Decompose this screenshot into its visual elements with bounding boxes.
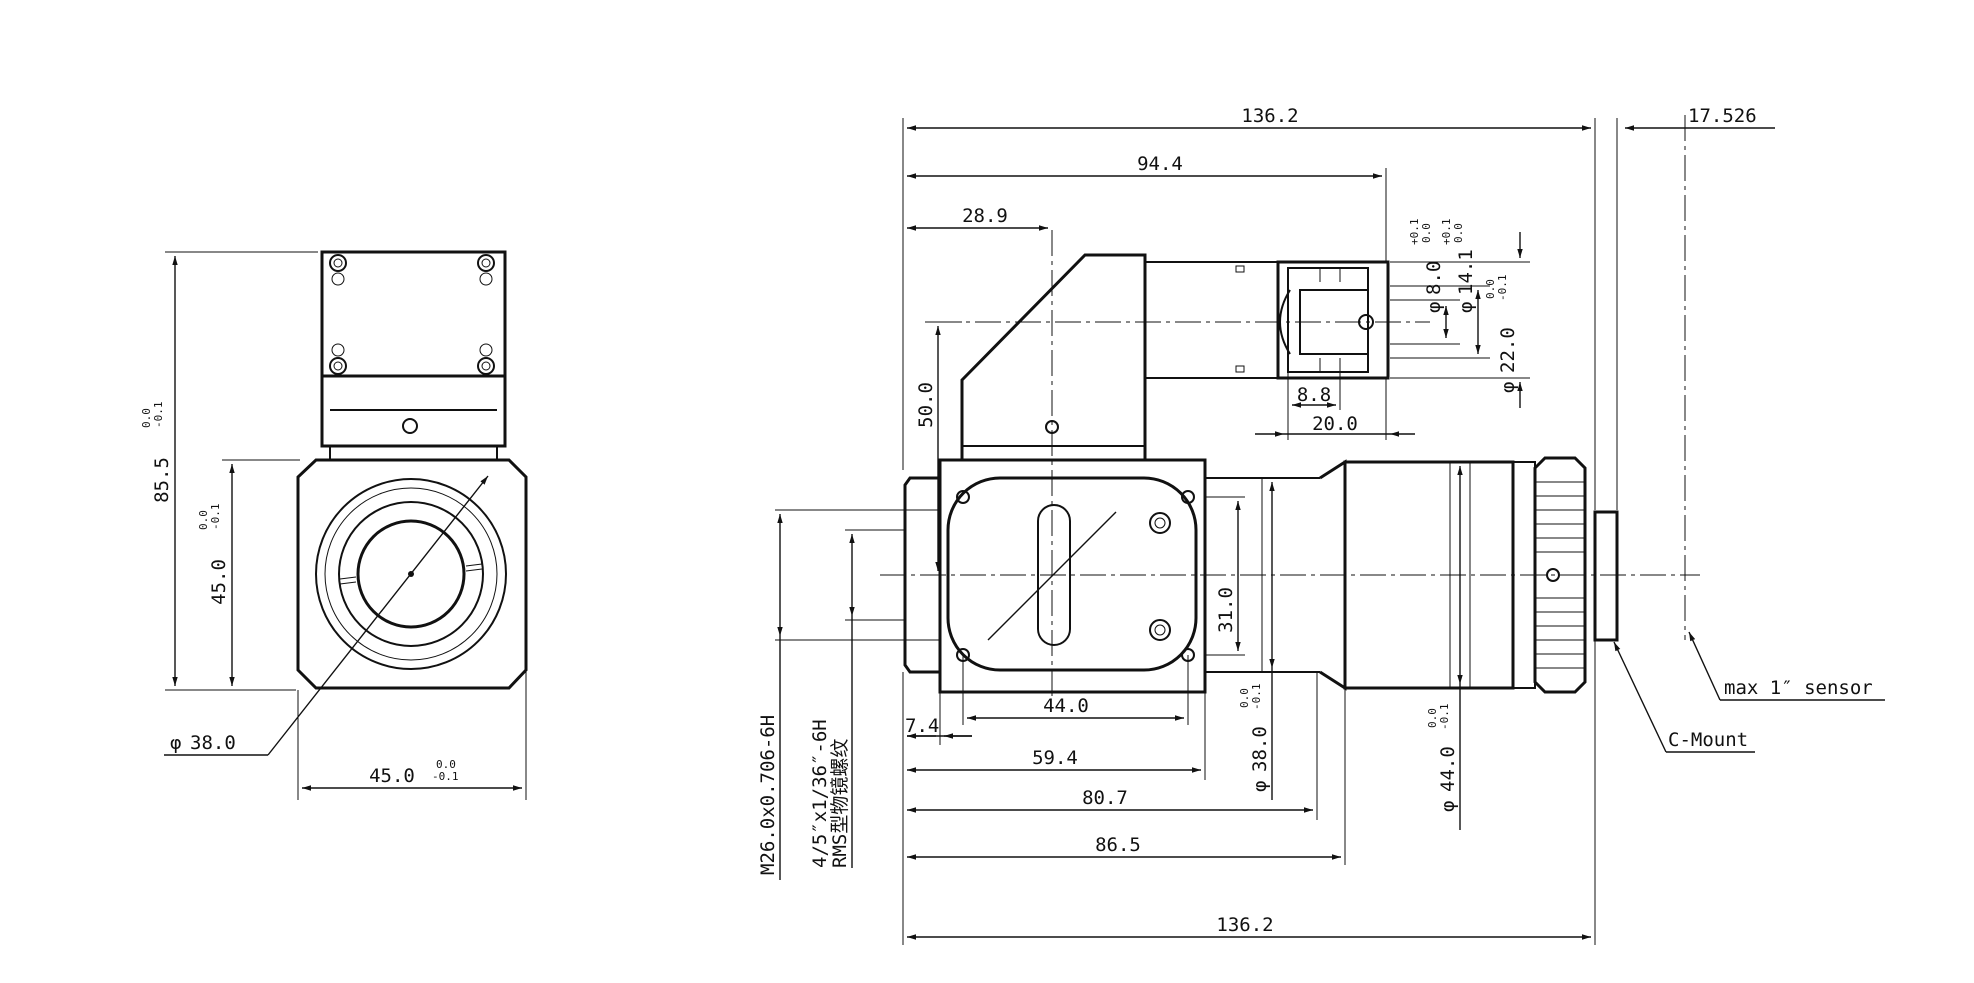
- dim-136-2-top: 136.2: [1241, 105, 1298, 127]
- svg-text:-0.1: -0.1: [1496, 275, 1509, 302]
- side-slot: [1037, 504, 1071, 646]
- dim-dia-44-0: 44.0: [1437, 746, 1459, 792]
- dim-28-9: 28.9: [962, 205, 1008, 227]
- dim-94-4: 94.4: [1137, 153, 1183, 175]
- svg-text:-0.1: -0.1: [432, 770, 459, 783]
- svg-text:-0.1: -0.1: [209, 504, 222, 531]
- side-body-screws: [956, 490, 1195, 662]
- side-body-plate: [946, 476, 1198, 672]
- front-square-body: [296, 458, 528, 690]
- dim-dia-38-0: 38.0: [1249, 726, 1271, 772]
- dim-dia-22-0: 22.0: [1497, 327, 1519, 373]
- svg-text:+0.1: +0.1: [1408, 219, 1421, 246]
- dim-59-4: 59.4: [1032, 747, 1078, 769]
- svg-text:+0.1: +0.1: [1440, 219, 1453, 246]
- front-screw-holes: [329, 254, 495, 434]
- dim-dia-14-1: 14.1: [1455, 249, 1477, 295]
- svg-text:φ: φ: [1423, 302, 1445, 313]
- svg-text:0.0: 0.0: [436, 758, 456, 771]
- svg-text:0.0: 0.0: [1420, 223, 1433, 243]
- side-focus-ring: [1533, 456, 1587, 694]
- svg-text:0.0: 0.0: [140, 408, 153, 428]
- thread-rms-line1: 4/5″x1/36″-6H: [809, 719, 831, 868]
- dim-20-0: 20.0: [1312, 413, 1358, 435]
- dim-50-0: 50.0: [915, 382, 937, 428]
- svg-text:0.0: 0.0: [1426, 708, 1439, 728]
- label-max-sensor: max 1″ sensor: [1724, 677, 1873, 699]
- front-view: φ 38.0 85.5 0.0 -0.1 45.0 0.0 -0.1 45.0 …: [140, 250, 528, 800]
- front-neck: [329, 445, 498, 461]
- front-height-body: 45.0: [208, 559, 230, 605]
- side-view: 136.2 17.526 94.4 28.9 8.0 φ +0.1 0.0 14…: [757, 105, 1885, 945]
- svg-text:0.0: 0.0: [1238, 688, 1251, 708]
- front-inner-bore: [356, 519, 466, 629]
- svg-text:-0.1: -0.1: [152, 402, 165, 429]
- dim-136-2-bottom: 136.2: [1216, 914, 1273, 936]
- dim-31-0: 31.0: [1215, 587, 1237, 633]
- side-main-body: [938, 458, 1207, 694]
- svg-text:0.0: 0.0: [197, 510, 210, 530]
- side-prism-block: [960, 253, 1147, 462]
- svg-text:φ: φ: [1249, 781, 1271, 792]
- dim-17-526: 17.526: [1688, 105, 1757, 127]
- dim-8-8: 8.8: [1297, 384, 1331, 406]
- svg-text:φ: φ: [1455, 302, 1477, 313]
- front-dia-symbol: φ: [170, 732, 181, 754]
- front-height-total: 85.5: [151, 457, 173, 503]
- side-c-mount-flange: [1593, 510, 1619, 642]
- front-dia-value: 38.0: [190, 732, 236, 754]
- front-upper-housing: [320, 250, 507, 378]
- front-outer-ring: [315, 478, 507, 670]
- dim-86-5: 86.5: [1095, 834, 1141, 856]
- svg-text:0.0: 0.0: [1484, 279, 1497, 299]
- thread-rms-line2: RMS型物镜螺纹: [829, 739, 851, 868]
- thread-m26: M26.0x0.706-6H: [757, 715, 779, 875]
- side-objective-thread: [903, 476, 940, 674]
- label-c-mount: C-Mount: [1668, 729, 1748, 751]
- dim-44-0: 44.0: [1043, 695, 1089, 717]
- svg-text:-0.1: -0.1: [1250, 684, 1263, 711]
- front-width-body: 45.0: [369, 765, 415, 787]
- dim-dia-8-0: 8.0: [1423, 261, 1445, 295]
- svg-text:0.0: 0.0: [1452, 223, 1465, 243]
- dim-7-4: 7.4: [905, 715, 939, 737]
- svg-text:φ: φ: [1497, 382, 1519, 393]
- side-camera-connector: [1276, 260, 1390, 380]
- dim-80-7: 80.7: [1082, 787, 1128, 809]
- svg-text:φ: φ: [1437, 801, 1459, 812]
- svg-text:-0.1: -0.1: [1438, 704, 1451, 731]
